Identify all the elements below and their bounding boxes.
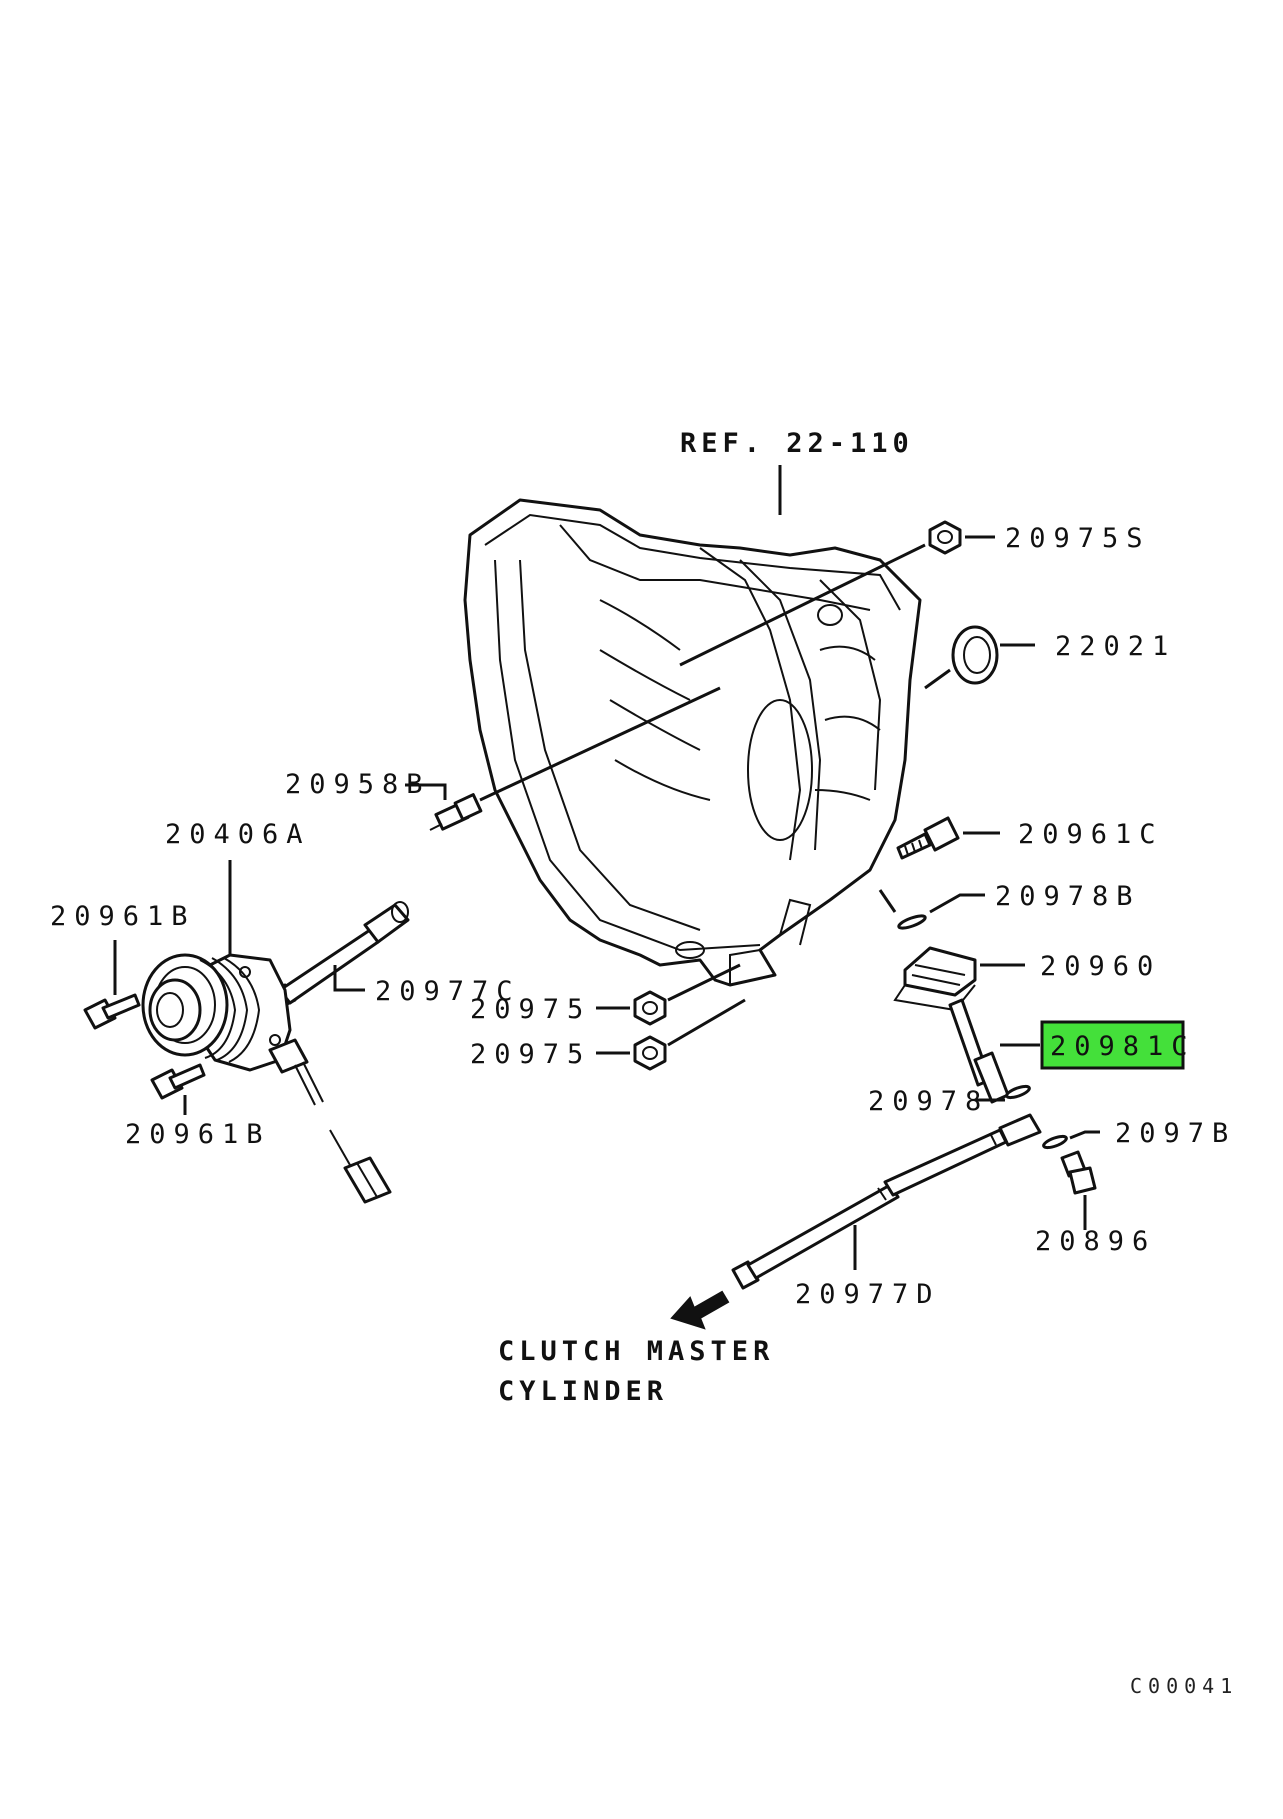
nut-20975-a: [633, 990, 667, 1026]
label-20975-a: 20975: [470, 994, 591, 1025]
clutch-master-label-line2: CYLINDER: [498, 1376, 668, 1407]
label-20978B: 20978B: [995, 881, 1141, 912]
bolt-20961B-bottom: [150, 1063, 206, 1100]
label-20960: 20960: [1040, 951, 1161, 982]
ref-label: REF. 22-110: [680, 428, 914, 459]
pipe-20977D: [731, 1113, 1042, 1290]
ring-2097B: [1042, 1134, 1068, 1150]
ring-20978: [1005, 1084, 1031, 1100]
label-2097B: 2097B: [1115, 1118, 1236, 1149]
label-20958B: 20958B: [285, 769, 431, 800]
boot-20960: [893, 946, 977, 1012]
label-20961B-top: 20961B: [50, 901, 196, 932]
label-20406A: 20406A: [165, 819, 311, 850]
seal-22021: [951, 625, 999, 685]
highlight-box-20981C: [1040, 1020, 1185, 1070]
release-cylinder-20406A: [141, 953, 392, 1204]
bolt-20896: [1060, 1150, 1097, 1195]
diagram-code: C00041: [1130, 1674, 1238, 1698]
nut-20975S: [928, 520, 962, 555]
clutch-master-label-line1: CLUTCH MASTER: [498, 1336, 774, 1367]
label-22021: 22021: [1055, 631, 1176, 662]
label-20961B-bottom: 20961B: [125, 1119, 271, 1150]
label-20975S: 20975S: [1005, 523, 1151, 554]
label-20978: 20978: [868, 1086, 989, 1117]
label-20981C: 20981C: [1050, 1031, 1196, 1062]
clutch-housing: [463, 498, 922, 987]
bolt-20961C: [896, 816, 960, 860]
arrow-to-master-cylinder: [670, 1290, 730, 1330]
label-20961C: 20961C: [1018, 819, 1164, 850]
label-20896: 20896: [1035, 1226, 1156, 1257]
ring-20978B: [897, 914, 927, 930]
nut-20975-b: [633, 1035, 667, 1071]
bolt-20961B-top: [83, 993, 141, 1030]
label-20975-b: 20975: [470, 1039, 591, 1070]
label-20977C: 20977C: [375, 976, 521, 1007]
bleeder-20958B: [429, 793, 483, 831]
label-20977D: 20977D: [795, 1279, 941, 1310]
